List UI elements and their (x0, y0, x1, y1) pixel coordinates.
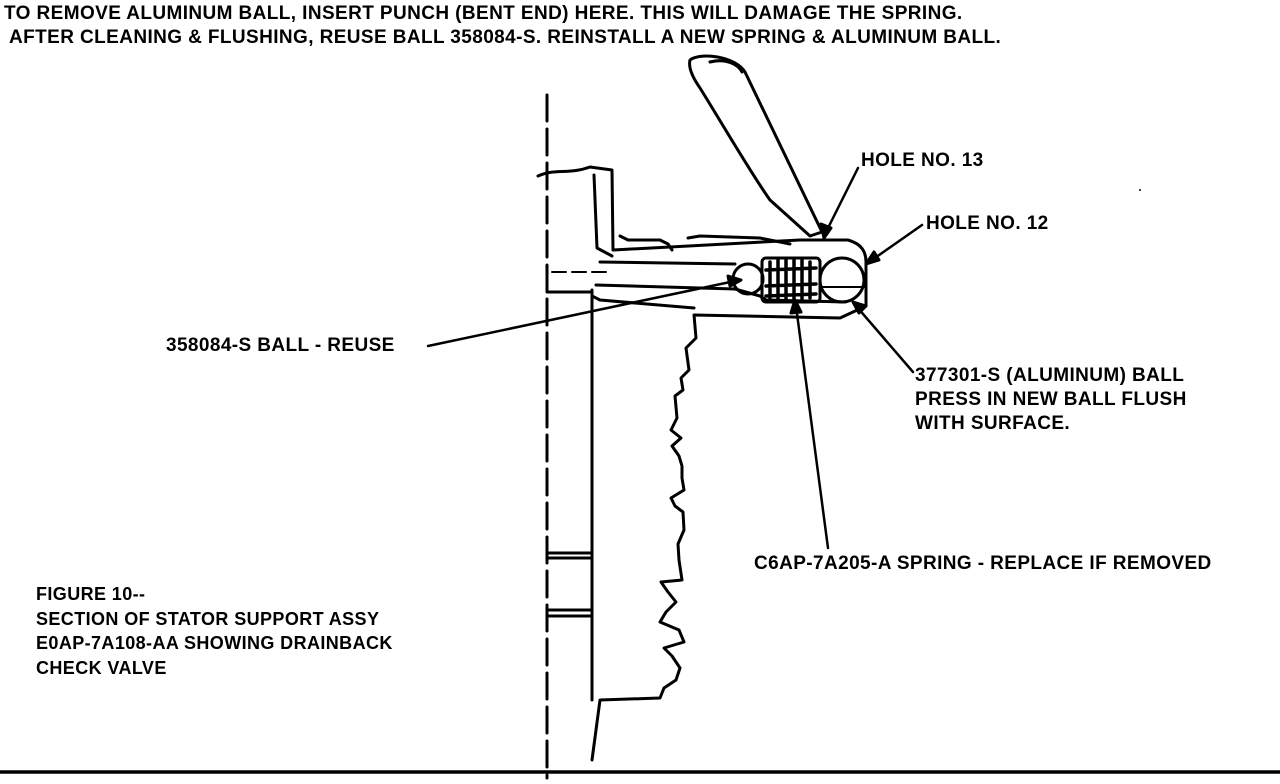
reuse-ball-label: 358084-S BALL - REUSE (166, 335, 395, 356)
figure-caption: FIGURE 10-- SECTION OF STATOR SUPPORT AS… (36, 582, 393, 680)
support-web-segments (547, 551, 594, 618)
instruction-line-2: AFTER CLEANING & FLUSHING, REUSE BALL 35… (9, 27, 1002, 48)
spring-label: C6AP-7A205-A SPRING - REPLACE IF REMOVED (754, 553, 1212, 574)
leader-spring-arrow (789, 298, 803, 315)
punch-tool (688, 54, 824, 238)
aluminum-ball (818, 256, 866, 304)
leader-aluminum-ball-arrow (851, 300, 868, 315)
aluminum-ball-line-1: 377301-S (ALUMINUM) BALL (915, 365, 1185, 386)
leader-spring (794, 304, 830, 550)
leader-hole-13-arrow (819, 222, 833, 240)
passage-top (598, 260, 737, 266)
cavity-right (686, 234, 792, 246)
leader-reuse-ball (426, 279, 737, 348)
leader-hole-13 (824, 166, 860, 234)
stator-support-body (536, 165, 868, 762)
spring-coils (764, 258, 818, 302)
hole-12-label: HOLE NO. 12 (926, 213, 1049, 234)
figure-caption-line-2: SECTION OF STATOR SUPPORT ASSY (36, 608, 380, 629)
cavity-left (618, 234, 674, 252)
instruction-line-1: TO REMOVE ALUMINUM BALL, INSERT PUNCH (B… (4, 3, 963, 24)
punch-tool-edge (708, 59, 744, 74)
leader-hole-12 (870, 223, 924, 262)
aluminum-ball-line-3: WITH SURFACE. (915, 413, 1071, 434)
aluminum-ball-line-2: PRESS IN NEW BALL FLUSH (915, 389, 1187, 410)
leader-aluminum-ball (855, 305, 915, 374)
aluminum-ball-label: 377301-S (ALUMINUM) BALL PRESS IN NEW BA… (915, 364, 1187, 436)
figure-caption-line-3: E0AP-7A108-AA SHOWING DRAINBACK (36, 633, 393, 653)
support-web (545, 290, 594, 702)
figure-caption-line-1: FIGURE 10-- (36, 584, 146, 604)
figure-caption-line-4: CHECK VALVE (36, 657, 167, 678)
leader-hole-12-arrow (864, 250, 881, 266)
removal-instructions: TO REMOVE ALUMINUM BALL, INSERT PUNCH (B… (4, 2, 1001, 50)
speck (1139, 189, 1141, 191)
hole-13-label: HOLE NO. 13 (861, 150, 984, 171)
inner-wall (592, 173, 614, 258)
leader-reuse-ball-arrow (726, 274, 743, 288)
